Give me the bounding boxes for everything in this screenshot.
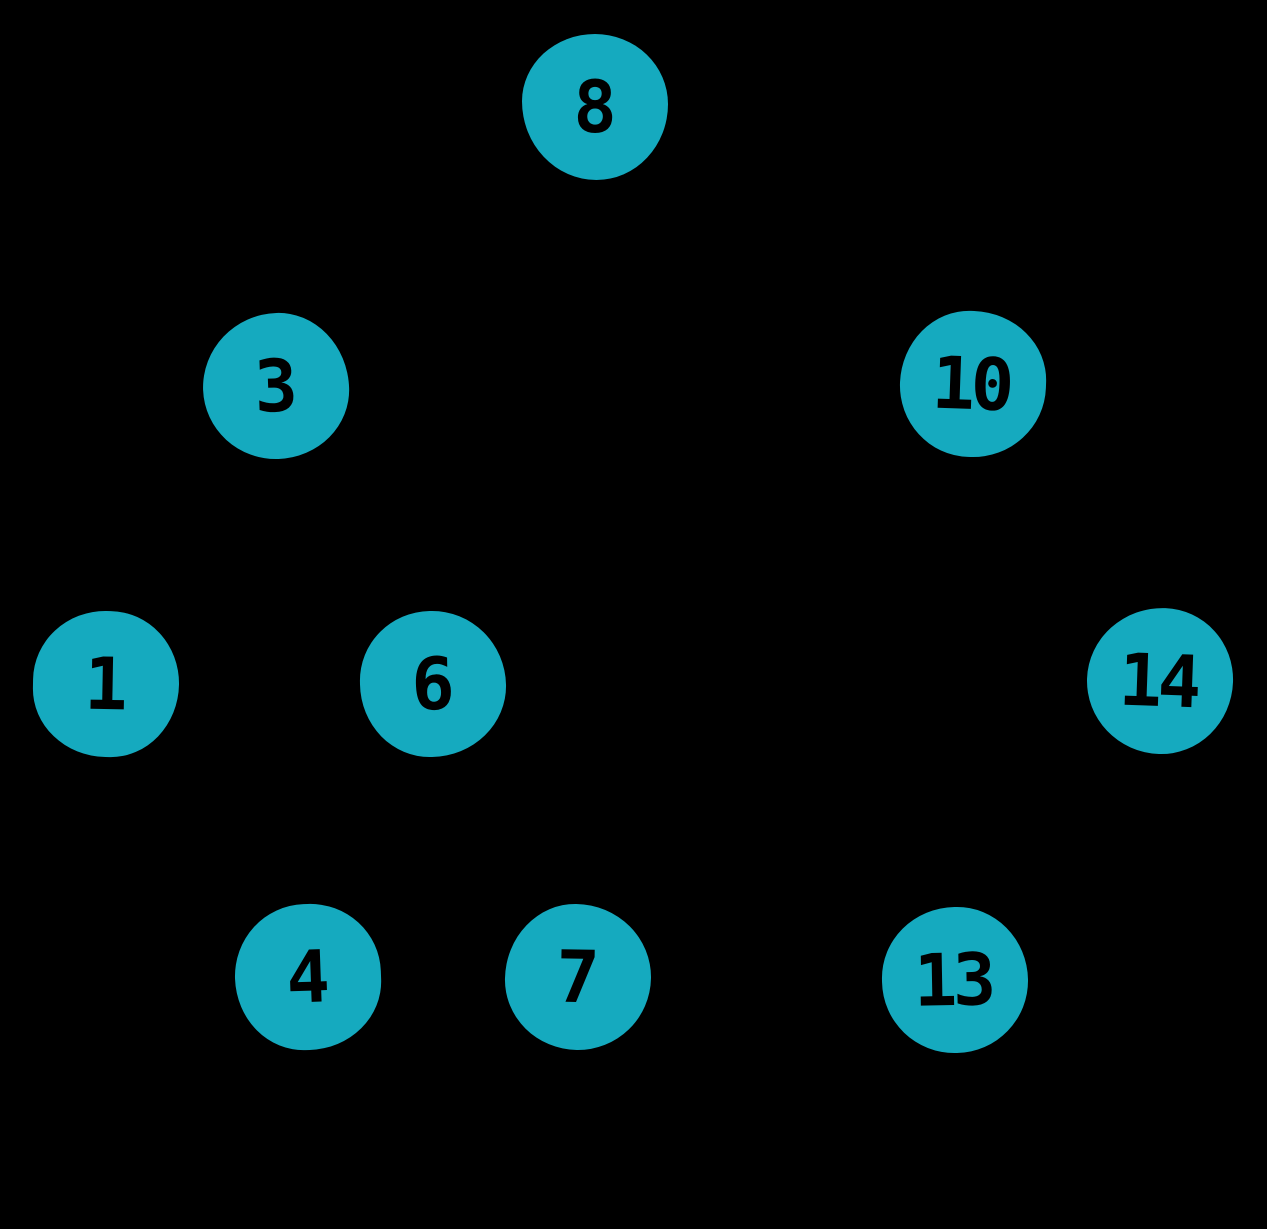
tree-node-label: 7	[555, 934, 597, 1020]
tree-node-label: 3	[252, 343, 295, 429]
tree-node-7: 7	[503, 902, 653, 1052]
tree-node-3: 3	[200, 310, 352, 462]
tree-node-label: 1	[83, 641, 125, 727]
tree-node-1: 1	[31, 609, 181, 759]
tree-node-label: 4	[284, 934, 327, 1020]
tree-node-4: 4	[232, 901, 384, 1053]
tree-node-10: 10	[897, 308, 1049, 460]
tree-node-label: 13	[913, 937, 993, 1023]
tree-node-8: 8	[522, 34, 668, 180]
tree-node-6: 6	[358, 609, 508, 759]
tree-node-label: 14	[1117, 637, 1199, 725]
tree-node-label: 10	[930, 340, 1012, 428]
tree-node-13: 13	[880, 905, 1030, 1055]
tree-node-label: 8	[573, 65, 616, 149]
tree-node-label: 6	[410, 641, 452, 727]
tree-node-14: 14	[1084, 605, 1236, 757]
